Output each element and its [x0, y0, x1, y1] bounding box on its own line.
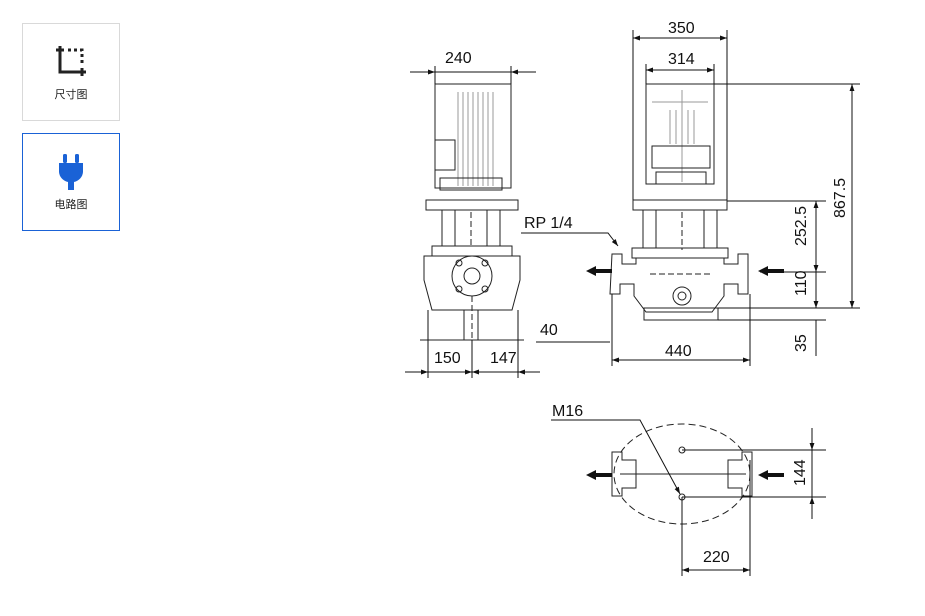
tab-dimension-label: 尺寸图	[54, 88, 88, 101]
dim-front-overall-width: 350	[668, 20, 695, 37]
dim-port-to-top: 252.5	[793, 206, 810, 246]
side-view	[420, 83, 524, 341]
side-view-dimensions	[405, 66, 540, 378]
dim-offset: 40	[540, 322, 558, 339]
dim-bolt-size: M16	[552, 403, 583, 420]
power-plug-icon	[23, 152, 119, 190]
dim-port-height: 110	[793, 270, 810, 296]
footprint-dimensions	[551, 419, 826, 576]
dim-front-motor-width: 314	[668, 51, 695, 68]
tab-dimension-drawing[interactable]: 尺寸图	[22, 23, 120, 121]
footprint-flow-arrows	[586, 470, 784, 480]
gauge-port-leader	[521, 232, 619, 247]
dim-gauge-port: RP 1/4	[524, 215, 573, 232]
dim-side-width: 240	[445, 50, 472, 67]
dim-port-span: 440	[665, 343, 692, 360]
dim-side-right-base: 147	[490, 350, 517, 367]
front-view	[609, 83, 749, 321]
dim-side-left-base: 150	[434, 350, 461, 367]
dim-bolt-spacing-horizontal: 220	[703, 549, 730, 566]
tab-wiring-label: 电路图	[54, 198, 88, 211]
dim-overall-height: 867.5	[832, 178, 849, 218]
dim-base-height: 35	[793, 334, 810, 352]
dim-bolt-spacing-vertical: 144	[792, 459, 809, 486]
dimension-frame-icon	[23, 42, 119, 80]
front-view-dimensions	[611, 30, 860, 366]
flow-arrows	[586, 266, 784, 276]
tab-wiring-diagram[interactable]: 电路图	[22, 133, 120, 231]
